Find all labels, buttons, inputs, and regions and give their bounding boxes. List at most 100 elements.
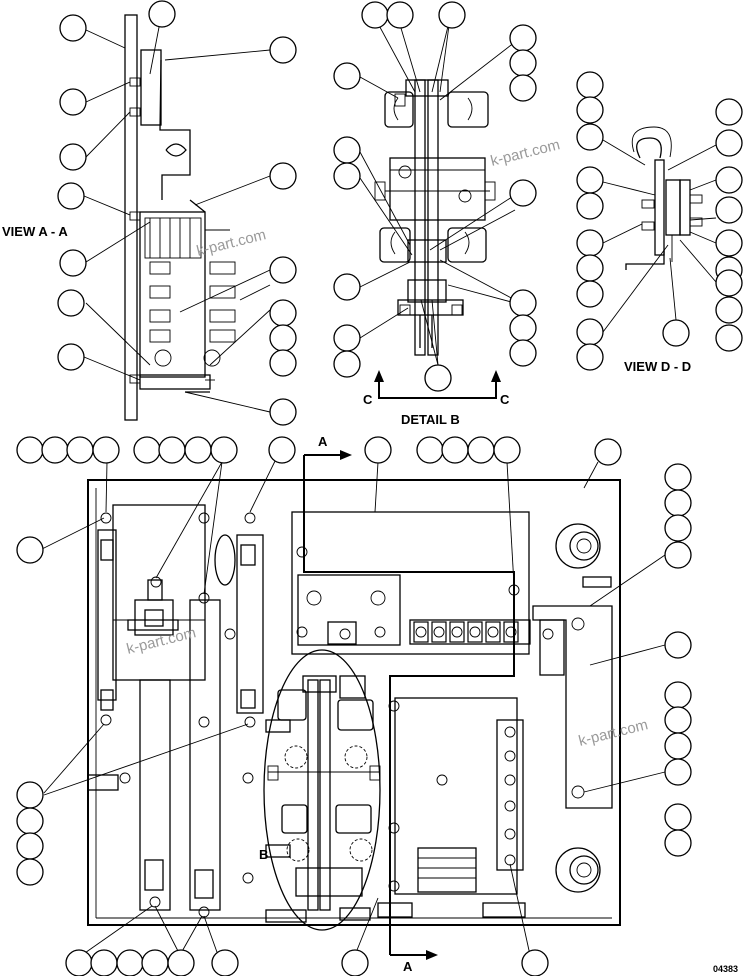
callout-balloon	[59, 14, 87, 42]
detail-b-marker: B	[259, 847, 268, 862]
callout-balloon	[333, 162, 361, 190]
callout-balloon	[664, 631, 692, 659]
callout-balloon	[416, 436, 444, 464]
callout-balloon	[16, 807, 44, 835]
callout-balloon	[116, 949, 144, 976]
callout-balloon	[715, 98, 743, 126]
callout-balloon	[664, 706, 692, 734]
terminal-strip	[413, 621, 519, 643]
callout-balloon	[576, 123, 604, 151]
callout-balloon	[509, 49, 537, 77]
callout-balloon	[424, 364, 452, 392]
callout-balloon	[662, 319, 690, 347]
callout-balloon	[576, 96, 604, 124]
callout-balloon	[576, 254, 604, 282]
callout-balloon	[715, 229, 743, 257]
callout-balloon	[269, 36, 297, 64]
main-panel-outline	[87, 479, 621, 926]
callout-balloon	[715, 166, 743, 194]
callout-balloon	[333, 273, 361, 301]
callout-balloon	[333, 324, 361, 352]
callout-balloon	[664, 489, 692, 517]
view-aa-label: VIEW A - A	[2, 224, 68, 239]
callout-balloon	[438, 1, 466, 29]
view-aa: VIEW A - A	[2, 0, 297, 426]
callout-balloon	[41, 436, 69, 464]
view-dd: VIEW D - D	[576, 71, 743, 374]
callout-balloon	[386, 1, 414, 29]
callout-balloon	[576, 71, 604, 99]
callout-balloon	[664, 463, 692, 491]
callout-balloon	[715, 296, 743, 324]
callout-balloon	[65, 949, 93, 976]
view-dd-label: VIEW D - D	[624, 359, 691, 374]
callout-balloon	[441, 436, 469, 464]
callout-balloon	[509, 339, 537, 367]
callout-balloon	[59, 88, 87, 116]
section-a-top-label: A	[318, 434, 328, 449]
callout-balloon	[664, 829, 692, 857]
callout-balloon	[66, 436, 94, 464]
callout-balloon	[715, 269, 743, 297]
callout-balloon	[361, 1, 389, 29]
callout-balloon	[269, 398, 297, 426]
callout-balloon	[59, 249, 87, 277]
fasteners	[100, 512, 554, 918]
callout-balloon	[576, 280, 604, 308]
callout-balloon	[493, 436, 521, 464]
callout-balloon	[16, 858, 44, 886]
section-c-right-label: C	[500, 392, 510, 407]
section-c-left-label: C	[363, 392, 373, 407]
callout-balloon	[576, 192, 604, 220]
detail-b: C C DETAIL B	[333, 1, 537, 427]
callout-balloon	[467, 436, 495, 464]
callout-balloon	[521, 949, 549, 976]
callout-balloon	[16, 781, 44, 809]
watermark-2: k-part.com	[489, 136, 562, 170]
callout-balloon	[509, 179, 537, 207]
callout-balloon	[341, 949, 369, 976]
callout-balloon	[715, 324, 743, 352]
callout-balloon	[210, 436, 238, 464]
callout-balloon	[269, 299, 297, 327]
callout-balloon	[211, 949, 239, 976]
callout-balloon	[16, 832, 44, 860]
watermark-3: k-part.com	[125, 624, 198, 658]
callout-balloon	[509, 74, 537, 102]
callout-balloon	[133, 436, 161, 464]
callout-balloon	[158, 436, 186, 464]
contactor-b: B	[259, 649, 381, 931]
callout-balloon	[576, 229, 604, 257]
callout-balloon	[59, 143, 87, 171]
callout-balloon	[57, 289, 85, 317]
view-aa-plate	[124, 14, 138, 421]
section-a-bottom-label: A	[403, 959, 413, 974]
callout-balloon	[269, 324, 297, 352]
detail-b-label: DETAIL B	[401, 412, 460, 427]
callout-balloon	[715, 129, 743, 157]
callout-balloon	[90, 949, 118, 976]
callout-balloon	[333, 136, 361, 164]
callout-balloon	[269, 256, 297, 284]
callout-balloon	[664, 514, 692, 542]
watermark-4: k-part.com	[577, 716, 650, 750]
callout-balloon	[509, 314, 537, 342]
callout-balloon	[664, 541, 692, 569]
callout-balloon	[16, 536, 44, 564]
callout-balloon	[664, 732, 692, 760]
watermark-1: k-part.com	[195, 226, 268, 260]
callout-balloon	[715, 196, 743, 224]
callout-balloon	[664, 681, 692, 709]
callout-balloon	[594, 438, 622, 466]
callout-balloon	[576, 166, 604, 194]
detail-b-callout-ellipse	[263, 649, 381, 931]
callout-balloon	[184, 436, 212, 464]
callout-balloon	[57, 343, 85, 371]
callout-balloon	[16, 436, 44, 464]
callout-balloon	[509, 24, 537, 52]
callout-balloon	[333, 62, 361, 90]
callout-balloon	[268, 436, 296, 464]
callout-balloon	[269, 162, 297, 190]
main-panel-assembly: A A	[16, 434, 692, 976]
